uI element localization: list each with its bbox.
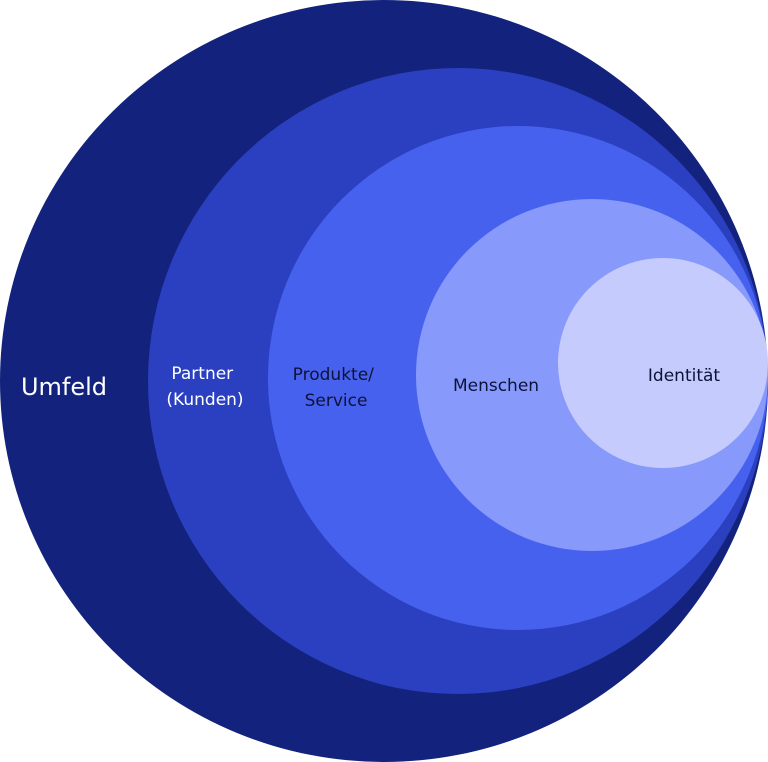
layer-identitaet-label-line-1: Identität bbox=[648, 366, 721, 386]
layer-produkte-label: Produkte/ Service bbox=[293, 365, 380, 411]
layer-produkte-label-line-1: Produkte/ bbox=[293, 365, 375, 385]
layer-partner-label-line-1: Partner bbox=[171, 364, 233, 384]
layer-menschen-label-line-1: Menschen bbox=[453, 376, 539, 396]
layer-umfeld-label: Umfeld bbox=[21, 373, 107, 401]
layer-identitaet-label: Identität bbox=[648, 366, 721, 386]
layer-umfeld-label-line-1: Umfeld bbox=[21, 373, 107, 401]
layer-partner-label: Partner (Kunden) bbox=[166, 364, 243, 410]
layer-identitaet-shape bbox=[558, 258, 768, 468]
layer-partner-label-line-2: (Kunden) bbox=[166, 390, 243, 410]
layer-produkte-label-line-2: Service bbox=[305, 391, 368, 411]
layer-menschen-label: Menschen bbox=[453, 376, 539, 396]
